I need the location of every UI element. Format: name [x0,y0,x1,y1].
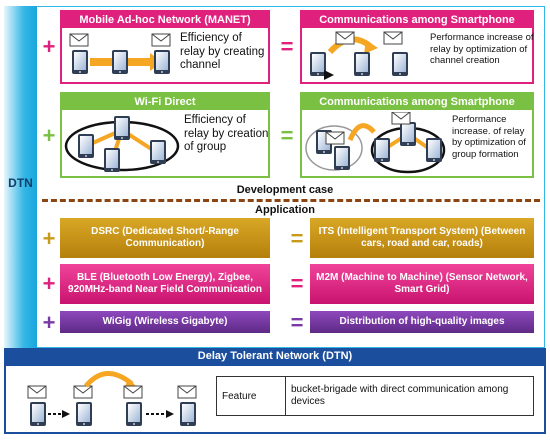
ble-zigbee-box: BLE (Bluetooth Low Energy), Zigbee, 920M… [60,264,270,304]
feature-label: Feature [217,377,286,415]
equals-sign: = [290,310,304,335]
image-distribution-box: Distribution of high-quality images [310,311,534,333]
manet-box: Mobile Ad-hoc Network (MANET) Efficiency… [60,10,270,84]
development-case-label: Development case [236,184,334,196]
manet-smartphone-diagram [310,31,408,80]
feature-text: bucket-brigade with direct communication… [291,384,509,407]
application-label: Application [255,204,315,216]
manet-result-title: Communications among Smartphone [302,12,532,28]
manet-relay-diagram [69,33,171,74]
equals-sign: = [280,34,294,59]
manet-result-box: Communications among Smartphone Performa… [300,10,534,84]
equals-sign: = [290,271,304,296]
dtn-title: Delay Tolerant Network (DTN) [4,348,546,364]
wifi-result-box: Communications among Smartphone Performa… [300,92,534,178]
its-box: ITS (Intelligent Transport System) (Betw… [310,218,534,258]
dtn-bucket-brigade-diagram [27,371,197,426]
equals-sign: = [290,226,304,251]
feature-table: Feature bucket-brigade with direct commu… [216,376,534,416]
dtn-frame [37,6,545,348]
manet-result-description: Performance increase of relay by optimiz… [430,32,534,66]
dtn-box: Feature bucket-brigade with direct commu… [4,364,546,434]
equals-sign: = [280,123,294,148]
wifi-smartphone-diagram [305,112,446,174]
wifi-result-title: Communications among Smartphone [302,94,532,110]
wigig-box: WiGig (Wireless Gigabyte) [60,311,270,333]
plus-sign: + [42,226,56,251]
manet-title: Mobile Ad-hoc Network (MANET) [62,12,268,28]
dtn-side-label: DTN [8,176,33,190]
wifi-description: Efficiency of relay by creation of group [184,114,269,153]
plus-sign: + [42,123,56,148]
m2m-box: M2M (Machine to Machine) (Sensor Network… [310,264,534,304]
plus-sign: + [42,34,56,59]
wifi-result-description: Performance increase. of relay by optimi… [452,114,526,160]
wifi-direct-box: Wi-Fi Direct Efficiency of relay by crea… [60,92,270,178]
plus-sign: + [42,271,56,296]
dsrc-box: DSRC (Dedicated Short/-Range Communicati… [60,218,270,258]
plus-sign: + [42,310,56,335]
wifi-group-diagram [64,116,180,172]
manet-description: Efficiency of relay by creating channel [180,32,265,71]
wifi-direct-title: Wi-Fi Direct [62,94,268,110]
separator-dashed-line [42,199,540,202]
dtn-side-bar [4,6,37,348]
